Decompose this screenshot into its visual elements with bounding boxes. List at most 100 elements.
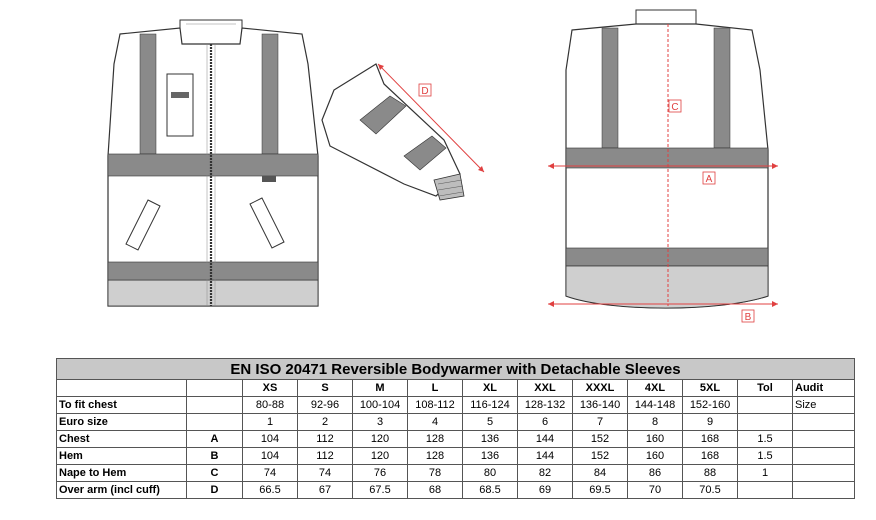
- size-value-cell: 136: [462, 447, 518, 465]
- label-a: A: [706, 174, 713, 185]
- size-value-cell: 104: [242, 447, 298, 465]
- size-value-cell: 70: [627, 481, 683, 499]
- audit-header: Audit: [791, 379, 856, 397]
- size-value-cell: 160: [627, 430, 683, 448]
- row-letter: C: [186, 464, 243, 482]
- tol-cell: 1: [737, 464, 793, 482]
- size-value-cell: 69.5: [572, 481, 628, 499]
- size-header: XS: [242, 379, 298, 397]
- size-value-cell: 168: [682, 447, 738, 465]
- size-value-cell: 80-88: [242, 396, 298, 414]
- size-value-cell: 128: [407, 430, 463, 448]
- size-value-cell: 152: [572, 447, 628, 465]
- row-letter: [186, 396, 243, 414]
- size-value-cell: 68: [407, 481, 463, 499]
- size-header: XXXL: [572, 379, 628, 397]
- row-letter: B: [186, 447, 243, 465]
- table-title: EN ISO 20471 Reversible Bodywarmer with …: [55, 358, 856, 380]
- size-value-cell: 92-96: [297, 396, 353, 414]
- size-value-cell: 88: [682, 464, 738, 482]
- header-blank-letter: [186, 379, 243, 397]
- size-value-cell: 74: [297, 464, 353, 482]
- size-value-cell: 144: [517, 447, 573, 465]
- size-value-cell: 5: [462, 413, 518, 431]
- size-value-cell: 76: [352, 464, 408, 482]
- size-value-cell: 67: [297, 481, 353, 499]
- size-value-cell: 6: [517, 413, 573, 431]
- audit-cell: [791, 413, 856, 431]
- size-value-cell: 78: [407, 464, 463, 482]
- size-value-cell: 120: [352, 447, 408, 465]
- label-b: B: [745, 312, 752, 323]
- audit-cell: [791, 430, 856, 448]
- size-value-cell: 86: [627, 464, 683, 482]
- size-value-cell: 9: [682, 413, 738, 431]
- row-label: Over arm (incl cuff): [56, 481, 187, 499]
- size-value-cell: 66.5: [242, 481, 298, 499]
- tol-cell: 1.5: [737, 447, 793, 465]
- size-header: L: [407, 379, 463, 397]
- label-d: D: [421, 86, 428, 97]
- row-label: Nape to Hem: [56, 464, 187, 482]
- size-value-cell: 1: [242, 413, 298, 431]
- size-value-cell: 2: [297, 413, 353, 431]
- size-value-cell: 80: [462, 464, 518, 482]
- audit-cell: [791, 481, 856, 499]
- table-header-row: XS S M L XL XXL XXXL 4XL 5XL Tol Audit: [56, 379, 856, 397]
- row-letter: D: [186, 481, 243, 499]
- size-value-cell: 67.5: [352, 481, 408, 499]
- row-label: Euro size: [56, 413, 187, 431]
- size-header: 4XL: [627, 379, 683, 397]
- size-header: M: [352, 379, 408, 397]
- audit-cell: [791, 447, 856, 465]
- size-value-cell: 3: [352, 413, 408, 431]
- size-header: XL: [462, 379, 518, 397]
- size-value-cell: 84: [572, 464, 628, 482]
- size-value-cell: 168: [682, 430, 738, 448]
- size-value-cell: 116-124: [462, 396, 518, 414]
- back-view-vest: [548, 9, 778, 323]
- size-value-cell: 144: [517, 430, 573, 448]
- size-header: XXL: [517, 379, 573, 397]
- row-label: Chest: [56, 430, 187, 448]
- size-value-cell: 160: [627, 447, 683, 465]
- tol-cell: 1.5: [737, 430, 793, 448]
- tol-cell: [737, 396, 793, 414]
- row-letter: [186, 413, 243, 431]
- size-value-cell: 7: [572, 413, 628, 431]
- size-value-cell: 74: [242, 464, 298, 482]
- tol-cell: [737, 413, 793, 431]
- size-value-cell: 104: [242, 430, 298, 448]
- size-value-cell: 82: [517, 464, 573, 482]
- size-value-cell: 69: [517, 481, 573, 499]
- size-header: S: [297, 379, 353, 397]
- detachable-sleeve: [321, 63, 485, 201]
- size-value-cell: 70.5: [682, 481, 738, 499]
- size-value-cell: 120: [352, 430, 408, 448]
- size-value-cell: 128-132: [517, 396, 573, 414]
- audit-size-cell: Size: [791, 396, 856, 414]
- size-value-cell: 108-112: [407, 396, 463, 414]
- row-letter: A: [186, 430, 243, 448]
- size-value-cell: 152: [572, 430, 628, 448]
- size-value-cell: 8: [627, 413, 683, 431]
- size-value-cell: 112: [297, 447, 353, 465]
- audit-cell: [791, 464, 856, 482]
- size-header: 5XL: [682, 379, 738, 397]
- size-value-cell: 152-160: [682, 396, 738, 414]
- size-value-cell: 128: [407, 447, 463, 465]
- size-value-cell: 68.5: [462, 481, 518, 499]
- size-chart-table: EN ISO 20471 Reversible Bodywarmer with …: [55, 358, 856, 499]
- size-value-cell: 144-148: [627, 396, 683, 414]
- size-value-cell: 136-140: [572, 396, 628, 414]
- size-value-cell: 4: [407, 413, 463, 431]
- header-blank: [56, 379, 187, 397]
- label-c: C: [671, 102, 678, 113]
- tol-header: Tol: [737, 379, 793, 397]
